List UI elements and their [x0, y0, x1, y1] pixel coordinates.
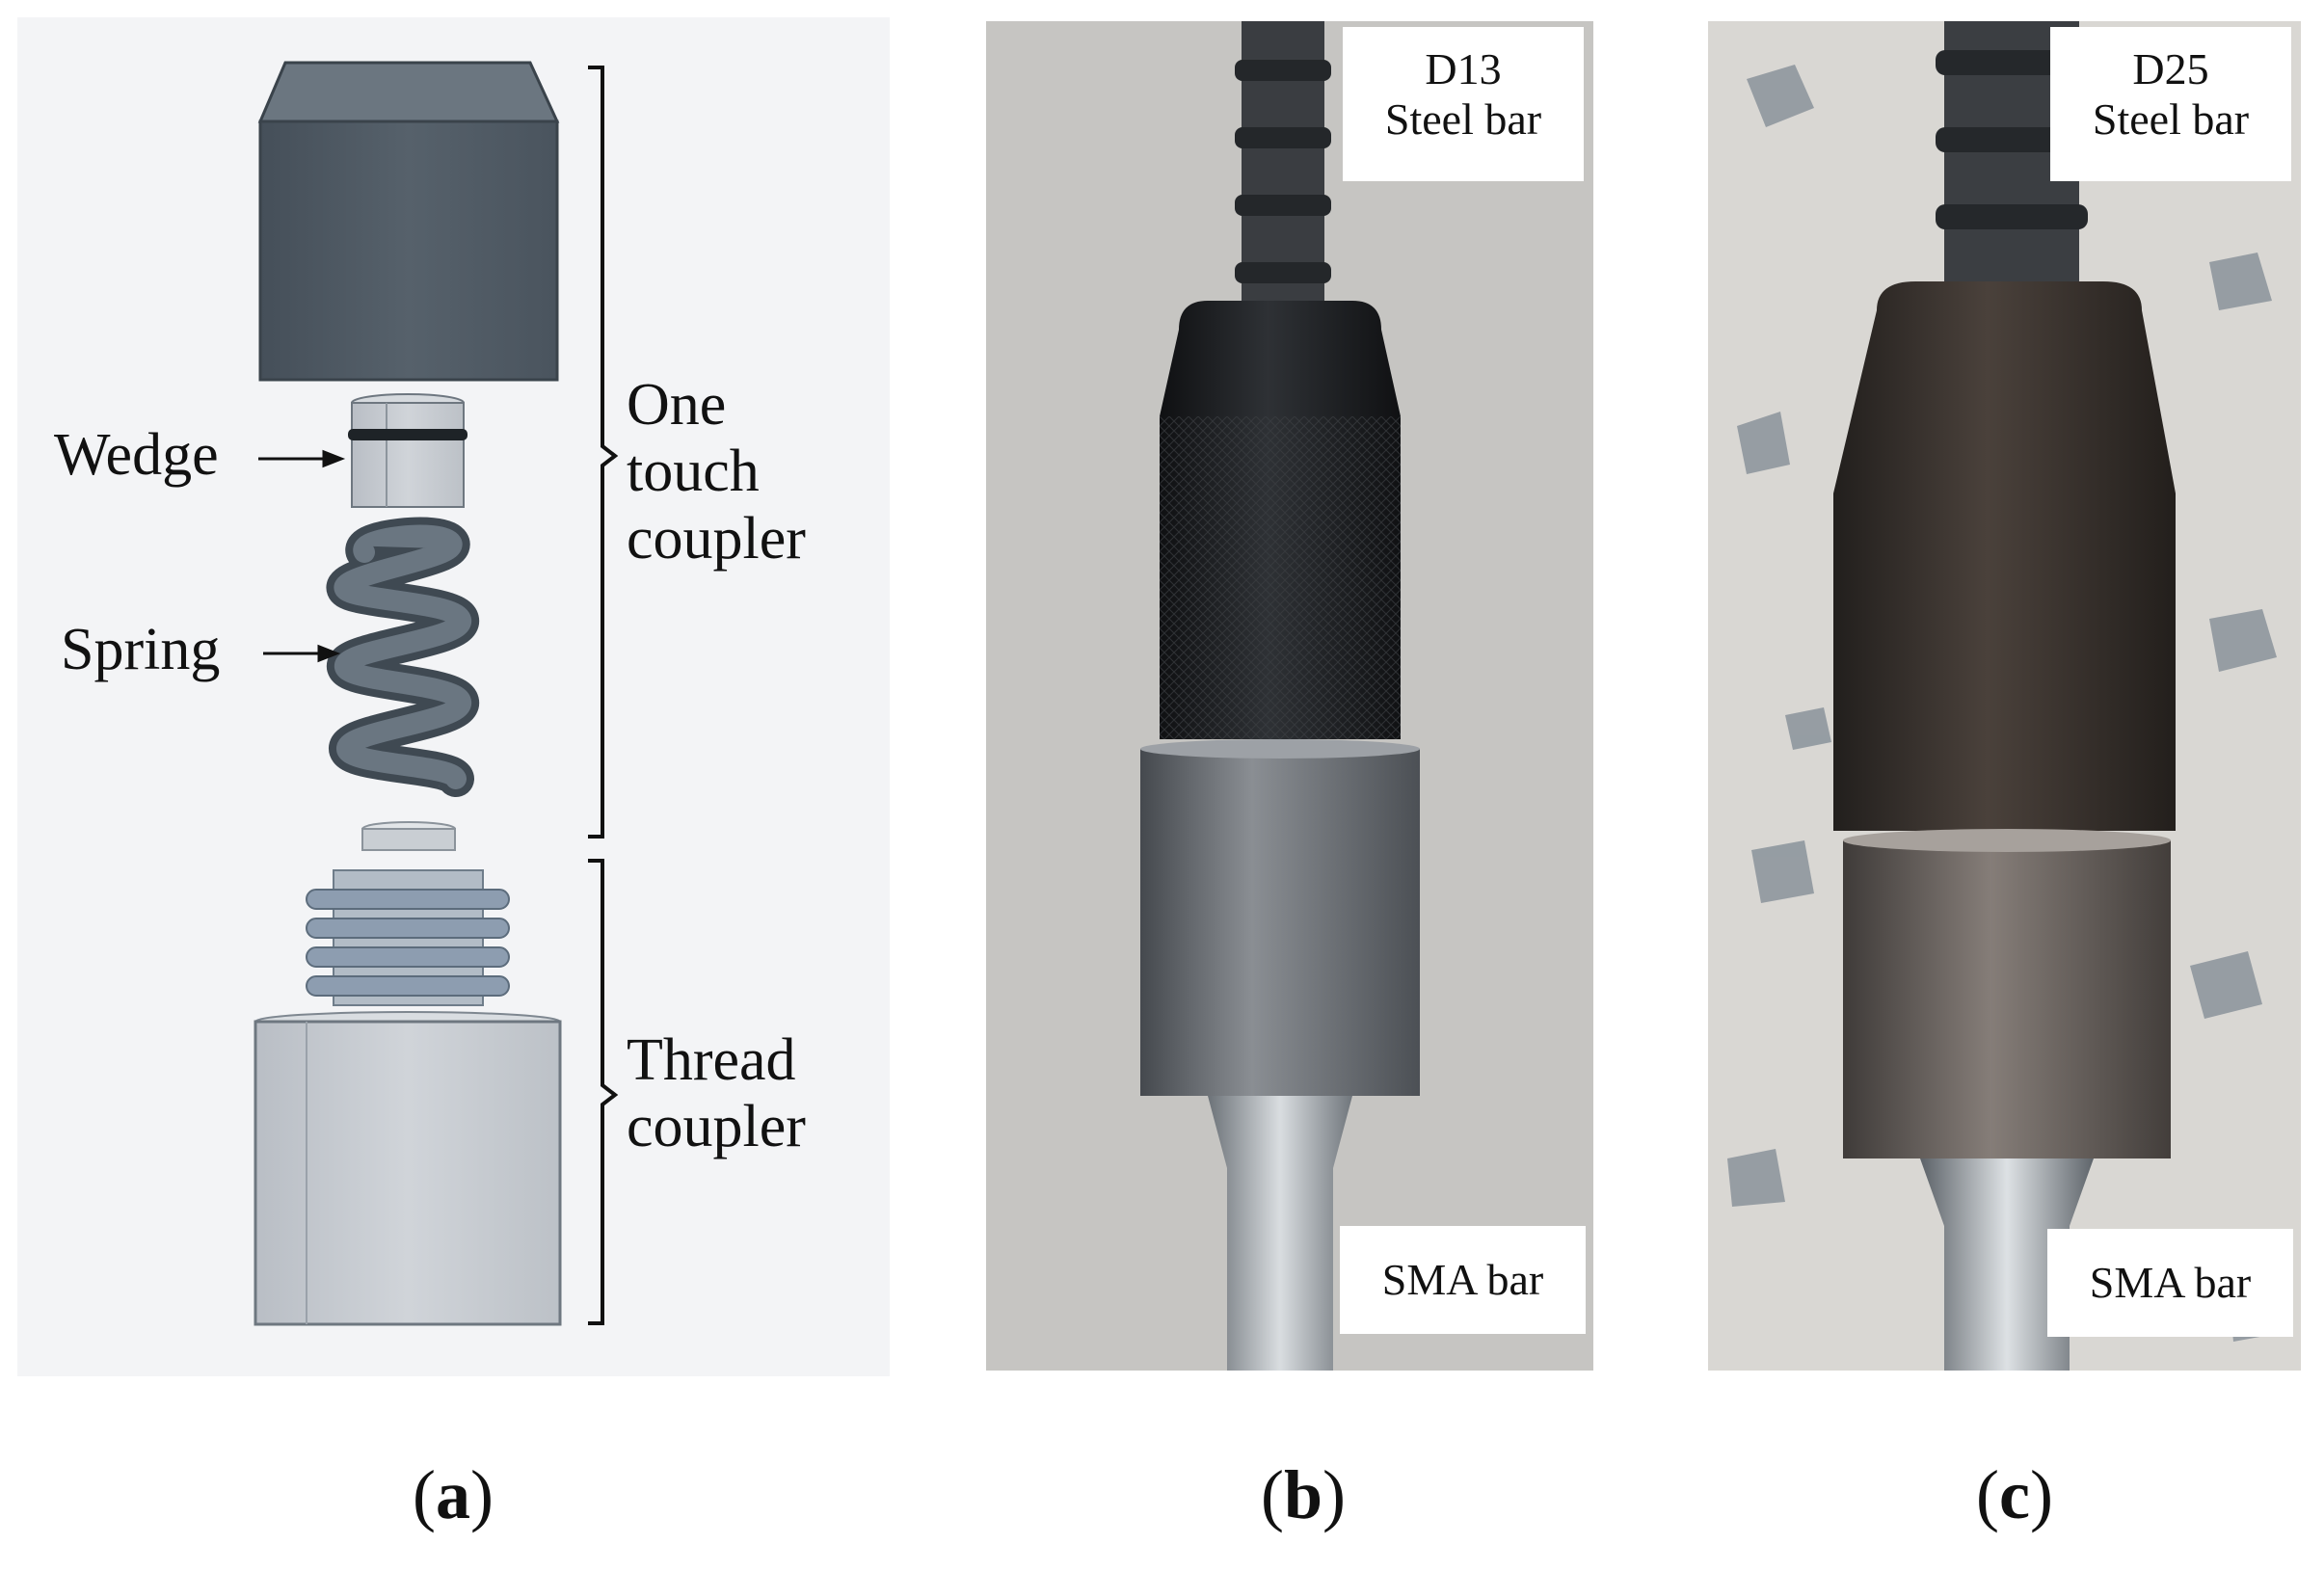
- d25-coupler-illustration: [1708, 21, 2301, 1371]
- caption-b-letter: b: [1283, 1456, 1323, 1533]
- caption-c: (c): [1976, 1456, 2053, 1533]
- caption-b: (b): [1260, 1456, 1346, 1533]
- thread-coupler-label: Thread coupler: [627, 1027, 806, 1160]
- washer-part: [361, 821, 456, 851]
- wedge-part: [348, 393, 467, 508]
- braces: [588, 66, 619, 1325]
- panel-c-d25-photo: D25 Steel bar SMA bar: [1708, 21, 2301, 1371]
- d25-sma-bar-callout: SMA bar: [2047, 1229, 2293, 1337]
- one-touch-brace: [588, 66, 619, 839]
- spring-label: Spring: [61, 617, 221, 682]
- caption-c-letter: c: [1999, 1456, 2030, 1533]
- spring-part: [326, 517, 479, 797]
- threaded-stud: [306, 869, 510, 1006]
- d13-sma-bar: [1208, 1096, 1352, 1371]
- panel-a-exploded-model: Wedge Spring One touch coupler Thread co…: [17, 17, 890, 1376]
- caption-a: (a): [413, 1456, 494, 1533]
- d25-thread-sleeve: [1843, 829, 2171, 1158]
- d13-steel-rebar: [1235, 21, 1331, 339]
- spring-arrow-icon: [317, 644, 341, 663]
- wedge-arrow-icon: [322, 449, 346, 468]
- label-arrows: [258, 449, 346, 663]
- d13-sma-bar-callout: SMA bar: [1340, 1226, 1586, 1334]
- thread-coupler-body: [254, 1011, 562, 1326]
- panel-b-d13-photo: D13 Steel bar SMA bar: [986, 21, 1593, 1371]
- outer-cap: [257, 61, 560, 382]
- d13-thread-sleeve: [1140, 739, 1420, 1096]
- thread-brace: [588, 859, 619, 1325]
- wedge-label: Wedge: [54, 422, 219, 488]
- exploded-coupler-diagram: [254, 61, 619, 1326]
- d25-steel-bar-callout: D25 Steel bar: [2050, 27, 2291, 181]
- one-touch-coupler-label: One touch coupler: [627, 372, 806, 572]
- caption-a-letter: a: [436, 1456, 470, 1533]
- d13-black-sleeve: [1160, 301, 1401, 739]
- d13-coupler-illustration: [986, 21, 1593, 1371]
- d13-steel-bar-callout: D13 Steel bar: [1343, 27, 1584, 181]
- d25-black-sleeve: [1833, 281, 2176, 831]
